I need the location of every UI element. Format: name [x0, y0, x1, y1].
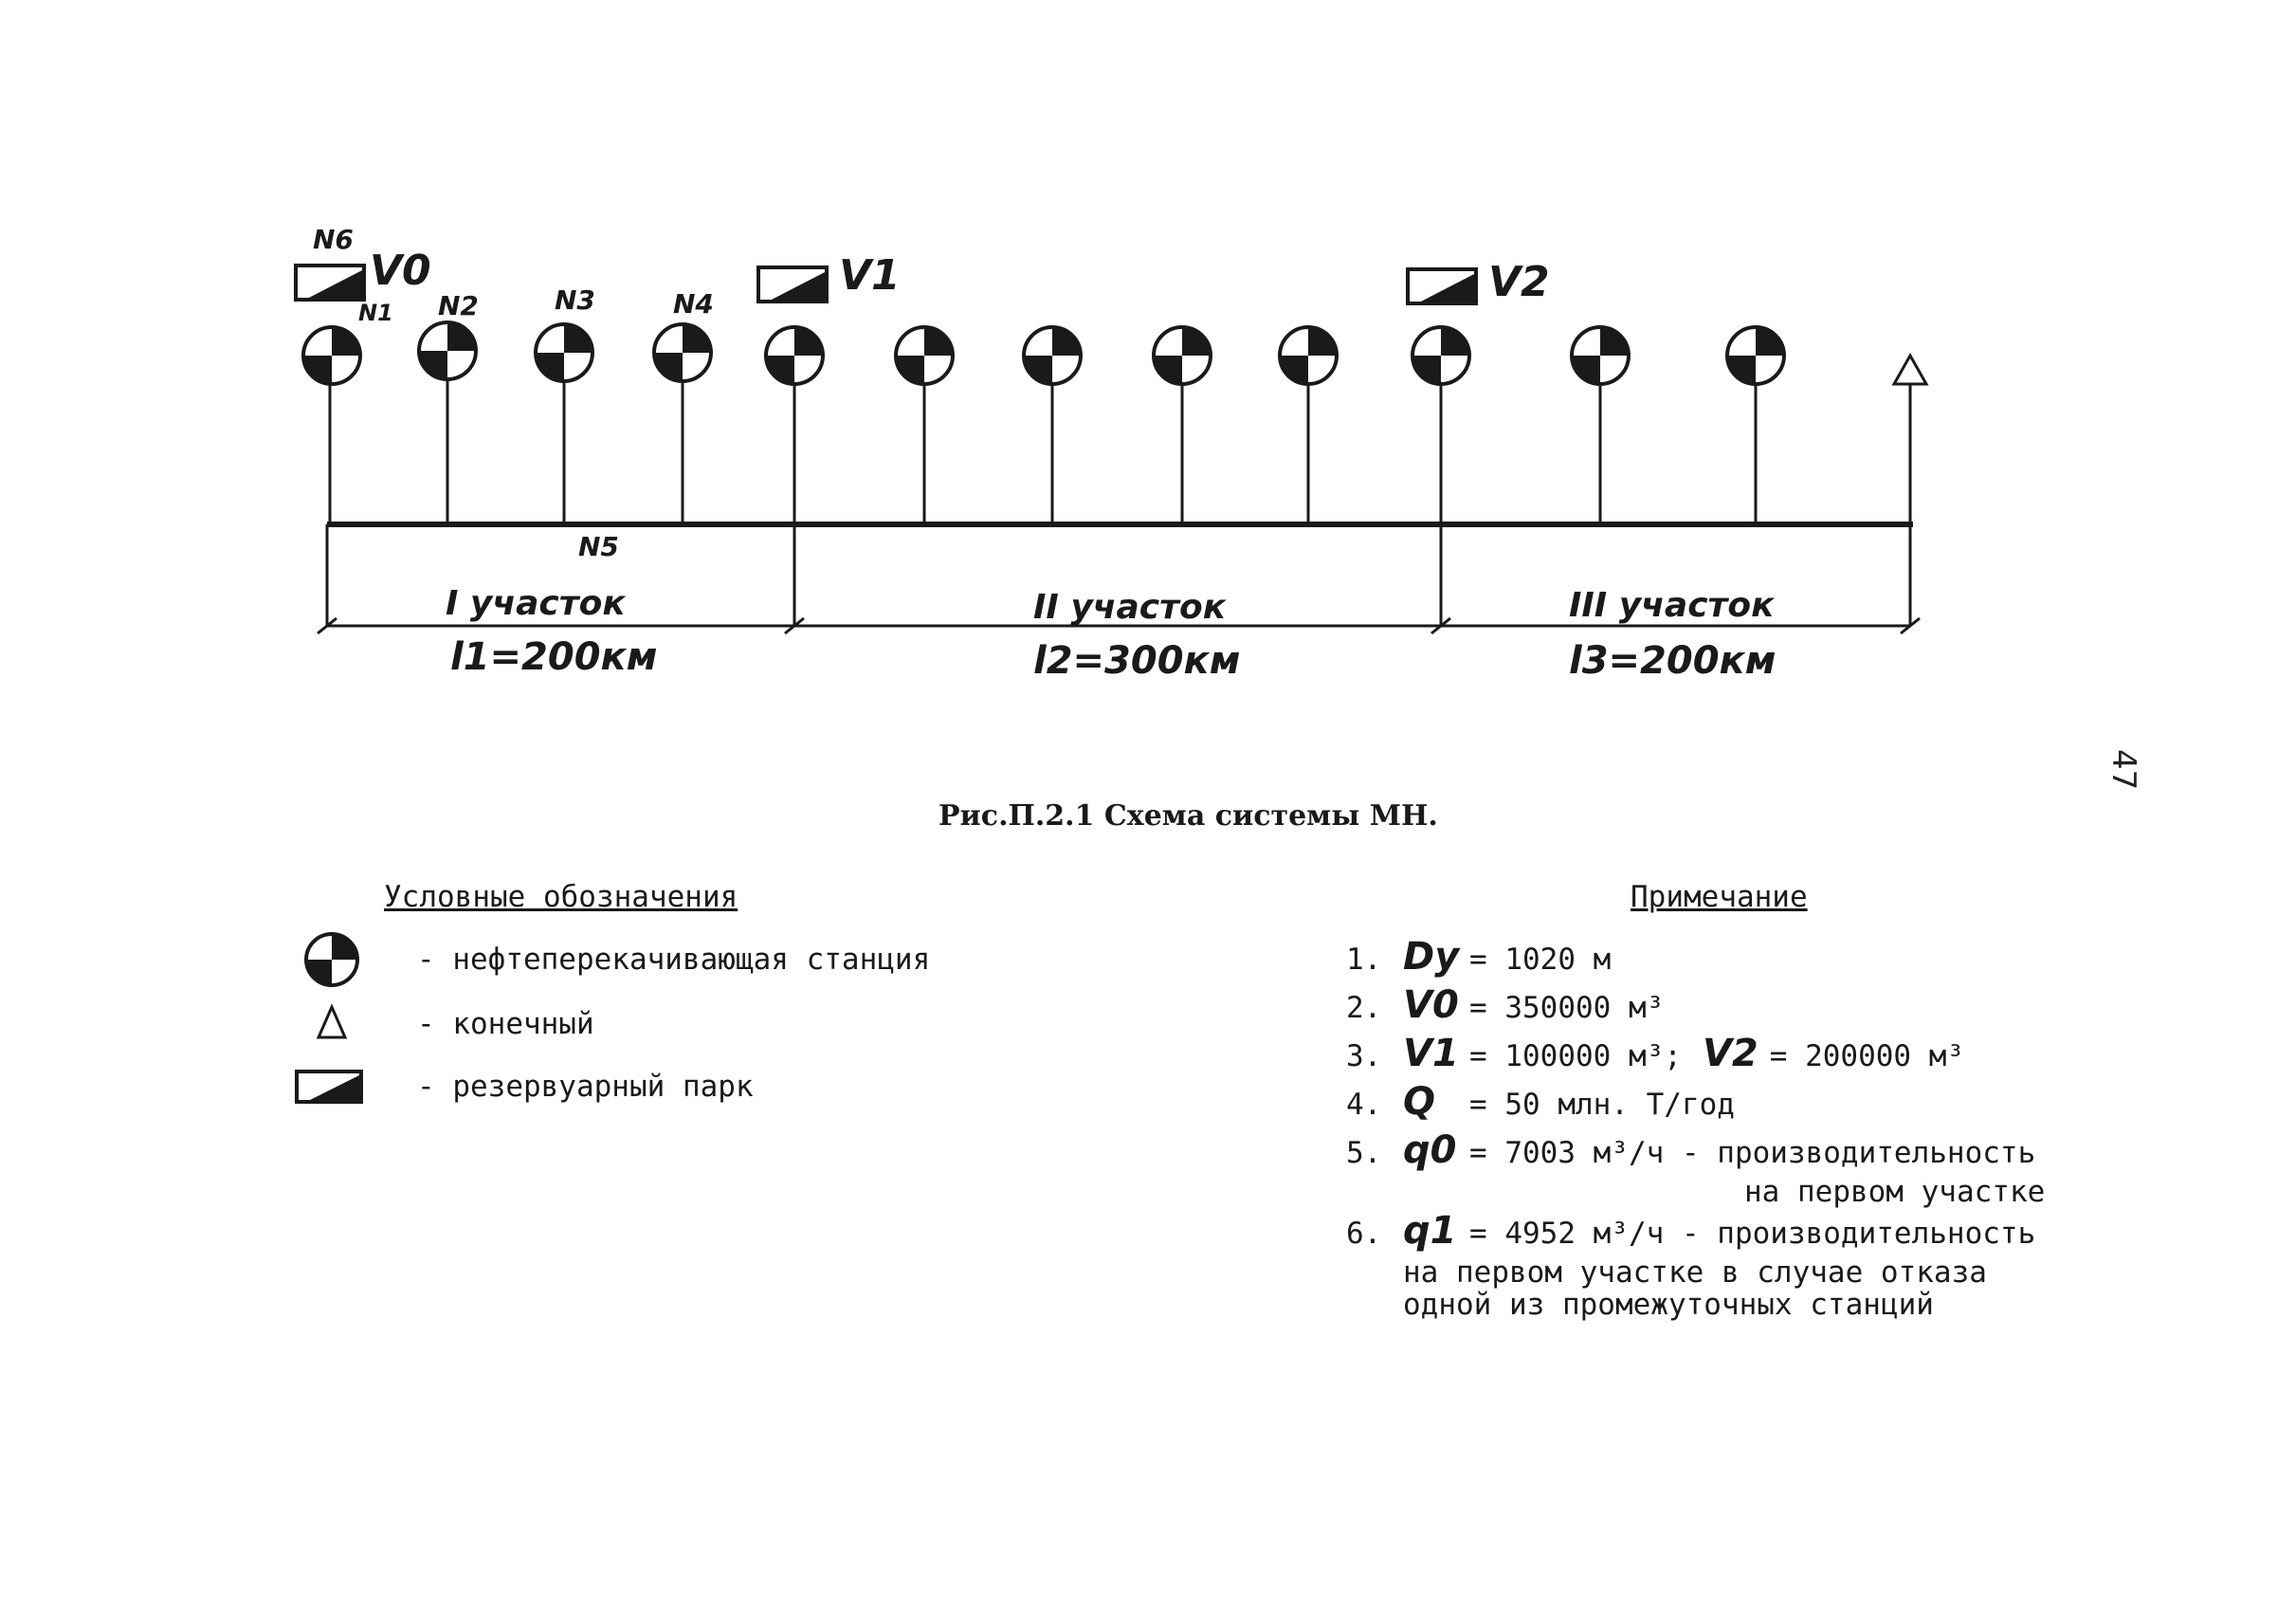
legend-title: Условные обозначения — [384, 880, 738, 914]
station-stems — [325, 377, 1912, 626]
legend-item-label: - конечный — [417, 1007, 594, 1041]
pump-station-5-icon — [764, 325, 825, 386]
tank-farm-v2-icon — [1406, 267, 1478, 305]
label-section-2: II участок — [1033, 588, 1228, 627]
label-n6: N6 — [313, 224, 354, 255]
note-continuation: на первом участке в случае отказа — [1403, 1255, 1987, 1290]
notes-title: Примечание — [1631, 880, 1808, 914]
label-v2: V2 — [1488, 258, 1550, 306]
notes-list: 1. Dy = 1020 м 2. V0 = 350000 м³ 3. V1 =… — [1346, 934, 2045, 1321]
pump-station-12-icon — [1725, 325, 1786, 386]
legend-item-pump-station: - нефтеперекачивающая станция — [289, 931, 930, 988]
label-n3: N3 — [555, 284, 595, 316]
dimension-lines — [317, 616, 1921, 635]
label-n2: N2 — [438, 290, 479, 321]
pump-station-n4-icon — [652, 322, 713, 383]
note-item: 1. Dy = 1020 м — [1346, 935, 1612, 979]
pump-station-n3-icon — [534, 322, 594, 383]
legend-item-label: - резервуарный парк — [417, 1070, 754, 1104]
label-v0: V0 — [370, 247, 431, 295]
note-item: 2. V0 = 350000 м³ — [1346, 983, 1665, 1027]
terminal-triangle-icon — [1891, 352, 1929, 386]
pump-station-n2-icon — [417, 321, 478, 381]
label-length-1: l1=200км — [450, 635, 657, 679]
pump-station-8-icon — [1152, 325, 1212, 386]
note-item: 4. Q = 50 млн. Т/год — [1346, 1080, 1735, 1124]
label-length-3: l3=200км — [1569, 639, 1776, 683]
terminal-triangle-icon — [316, 1003, 348, 1039]
pump-station-n1-icon — [301, 325, 362, 386]
page-number: 47 — [2105, 749, 2142, 791]
pump-station-10-icon — [1411, 325, 1471, 386]
pump-station-7-icon — [1022, 325, 1083, 386]
pump-station-6-icon — [894, 325, 955, 386]
note-item: 3. V1 = 100000 м³; V2 = 200000 м³ — [1346, 1032, 1965, 1075]
note-item: 5. q0 = 7003 м³/ч - производительность — [1346, 1128, 2036, 1172]
pump-station-9-icon — [1278, 325, 1339, 386]
label-v1: V1 — [839, 251, 901, 300]
legend-item-tank-farm: - резервуарный парк — [289, 1058, 754, 1115]
label-section-1: I участок — [446, 584, 627, 623]
tank-farm-v0-icon — [294, 264, 366, 302]
legend-item-label: - нефтеперекачивающая станция — [417, 943, 931, 977]
label-n5: N5 — [578, 531, 619, 562]
legend-item-terminal: - конечный — [289, 996, 594, 1053]
tank-farm-icon — [295, 1070, 363, 1104]
label-n4: N4 — [673, 288, 714, 320]
note-continuation: одной из промежуточных станций — [1403, 1288, 1934, 1322]
figure-caption: Рис.П.2.1 Схема системы МН. — [938, 799, 1438, 833]
tank-farm-v1-icon — [756, 266, 829, 303]
note-continuation: на первом участке — [1744, 1175, 2046, 1209]
note-item: 6. q1 = 4952 м³/ч - производительность — [1346, 1209, 2036, 1253]
label-n1: N1 — [358, 300, 393, 326]
label-length-2: l2=300км — [1033, 639, 1240, 683]
pump-station-icon — [304, 932, 359, 987]
pump-station-11-icon — [1570, 325, 1631, 386]
label-section-3: III участок — [1569, 586, 1776, 625]
